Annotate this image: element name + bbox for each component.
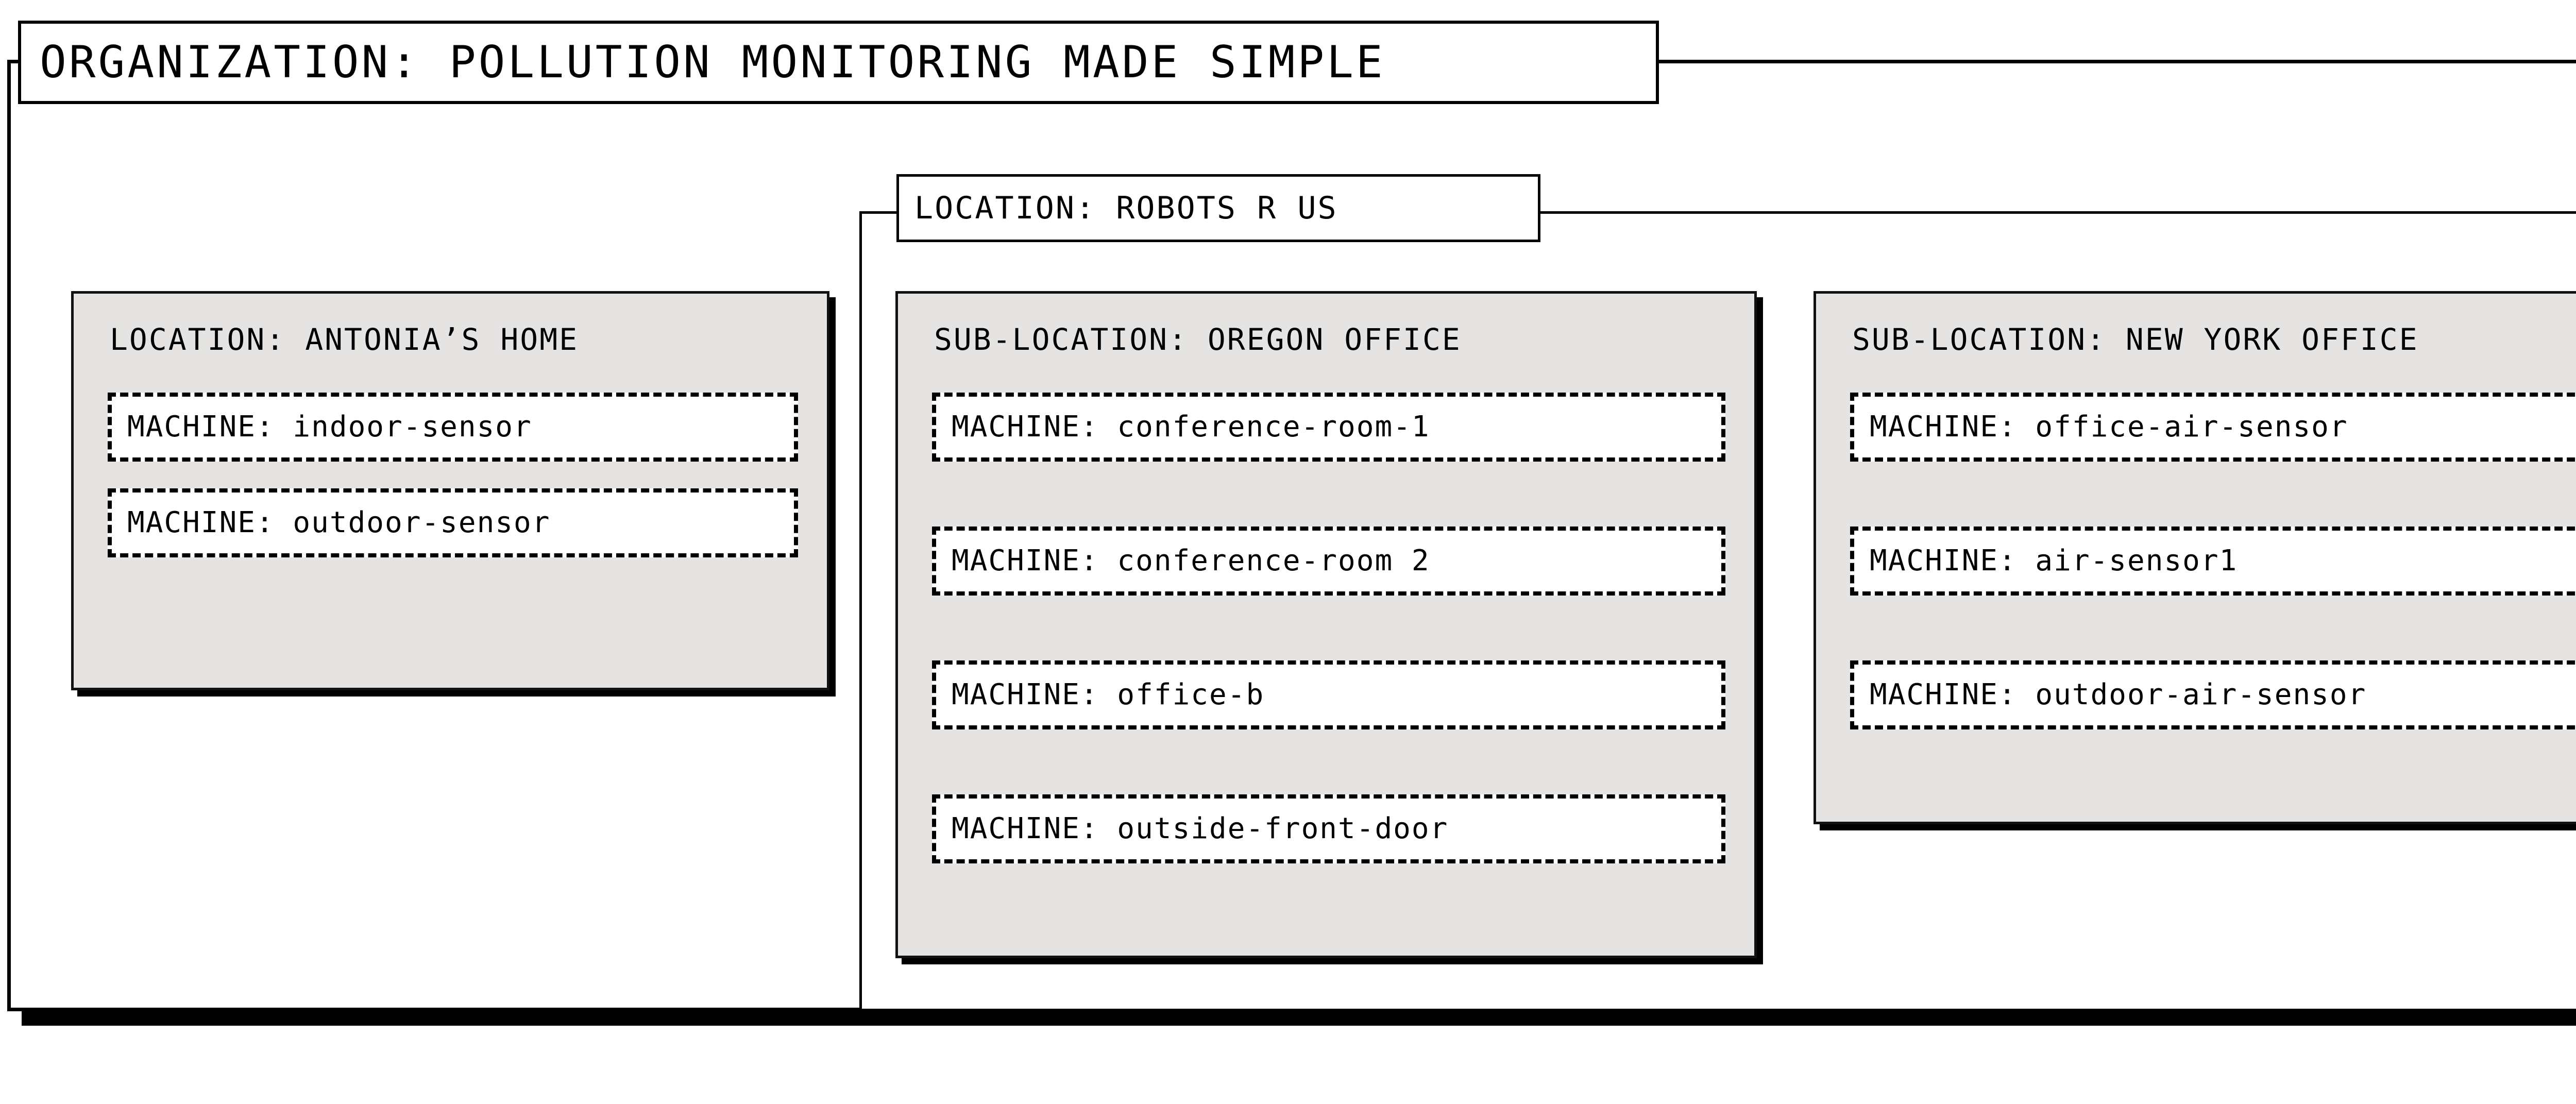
- machine-outside-front-door[interactable]: MACHINE: outside-front-door: [932, 794, 1725, 863]
- organization-title-box: ORGANIZATION: POLLUTION MONITORING MADE …: [18, 21, 1659, 104]
- machine-outdoor-air-sensor-label: MACHINE: outdoor-air-sensor: [1870, 678, 2367, 711]
- organization-title-label: ORGANIZATION: POLLUTION MONITORING MADE …: [40, 37, 1385, 88]
- machine-conference-room-2[interactable]: MACHINE: conference-room 2: [932, 526, 1725, 596]
- machine-conference-room-2-label: MACHINE: conference-room 2: [952, 544, 1430, 578]
- machine-office-air-sensor[interactable]: MACHINE: office-air-sensor: [1850, 393, 2576, 462]
- sub-location-new-york-office-title: SUB-LOCATION: NEW YORK OFFICE: [1852, 322, 2419, 357]
- machine-conference-room-1-label: MACHINE: conference-room-1: [952, 410, 1430, 444]
- machine-outside-front-door-label: MACHINE: outside-front-door: [952, 812, 1449, 845]
- machine-office-air-sensor-label: MACHINE: office-air-sensor: [1870, 410, 2348, 444]
- machine-conference-room-1[interactable]: MACHINE: conference-room-1: [932, 393, 1725, 462]
- sub-location-oregon-office-title: SUB-LOCATION: OREGON OFFICE: [934, 322, 1462, 357]
- machine-outdoor-sensor-label: MACHINE: outdoor-sensor: [127, 506, 551, 539]
- sub-location-new-york-office: SUB-LOCATION: NEW YORK OFFICE MACHINE: o…: [1814, 291, 2576, 824]
- machine-outdoor-sensor[interactable]: MACHINE: outdoor-sensor: [108, 488, 798, 557]
- machine-outdoor-air-sensor[interactable]: MACHINE: outdoor-air-sensor: [1850, 660, 2576, 729]
- machine-air-sensor1[interactable]: MACHINE: air-sensor1: [1850, 526, 2576, 596]
- location-robots-r-us-label-box: LOCATION: ROBOTS R US: [896, 174, 1540, 242]
- machine-indoor-sensor[interactable]: MACHINE: indoor-sensor: [108, 393, 798, 462]
- machine-office-b[interactable]: MACHINE: office-b: [932, 660, 1725, 729]
- machine-air-sensor1-label: MACHINE: air-sensor1: [1870, 544, 2238, 578]
- location-antonias-home: LOCATION: ANTONIA’S HOME MACHINE: indoor…: [71, 291, 829, 690]
- machine-indoor-sensor-label: MACHINE: indoor-sensor: [127, 410, 532, 444]
- location-robots-r-us-label: LOCATION: ROBOTS R US: [914, 190, 1338, 226]
- sub-location-oregon-office: SUB-LOCATION: OREGON OFFICE MACHINE: con…: [895, 291, 1757, 958]
- location-antonias-home-title: LOCATION: ANTONIA’S HOME: [110, 322, 579, 357]
- machine-office-b-label: MACHINE: office-b: [952, 678, 1265, 711]
